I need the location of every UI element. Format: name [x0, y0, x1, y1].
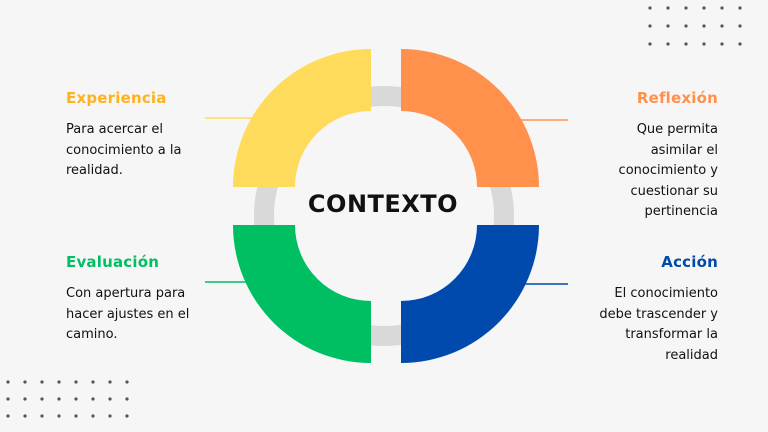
dot [108, 414, 112, 418]
dot [23, 380, 27, 384]
text-accion: El conocimiento debe trascender y transf… [599, 286, 718, 363]
block-reflexion: Reflexión Que permita asimilar el conoci… [568, 89, 718, 223]
dot [702, 42, 706, 46]
dot [91, 397, 95, 401]
segment-experiencia [233, 49, 371, 187]
dot [738, 24, 742, 28]
block-accion: Acción El conocimiento debe trascender y… [568, 253, 718, 366]
dot [648, 6, 652, 10]
dot [702, 24, 706, 28]
dot [666, 6, 670, 10]
dot [6, 380, 10, 384]
segment-accion [401, 225, 539, 363]
dot [738, 42, 742, 46]
dot [91, 380, 95, 384]
dot [40, 380, 44, 384]
dot [720, 6, 724, 10]
dot [125, 414, 129, 418]
dot [648, 42, 652, 46]
dot [684, 42, 688, 46]
dot [40, 414, 44, 418]
block-evaluacion: Evaluación Con apertura para hacer ajust… [66, 253, 216, 346]
dot [74, 397, 78, 401]
text-evaluacion: Con apertura para hacer ajustes en el ca… [66, 286, 190, 342]
dot [108, 397, 112, 401]
heading-evaluacion: Evaluación [66, 253, 160, 271]
dot [648, 24, 652, 28]
dot [684, 6, 688, 10]
dot [125, 380, 129, 384]
segment-evaluacion [233, 225, 371, 363]
center-label: CONTEXTO [307, 190, 459, 218]
dot [738, 6, 742, 10]
dot [40, 397, 44, 401]
dot [666, 24, 670, 28]
dots-decoration-bottom-left [6, 380, 129, 418]
heading-experiencia: Experiencia [66, 89, 167, 107]
dot [6, 397, 10, 401]
heading-accion: Acción [661, 253, 718, 271]
dot [23, 397, 27, 401]
dot [6, 414, 10, 418]
dot [684, 24, 688, 28]
dot [74, 380, 78, 384]
dot [720, 42, 724, 46]
dots-decoration-top-right [648, 6, 742, 46]
dot [125, 397, 129, 401]
text-experiencia: Para acercar el conocimiento a la realid… [66, 122, 182, 178]
dot [74, 414, 78, 418]
dot [702, 6, 706, 10]
dot [57, 414, 61, 418]
dot [23, 414, 27, 418]
dot [720, 24, 724, 28]
grey-ring [254, 86, 514, 346]
dot [57, 397, 61, 401]
dot [666, 42, 670, 46]
text-reflexion: Que permita asimilar el conocimiento y c… [618, 122, 718, 219]
segment-reflexion [401, 49, 539, 187]
dot [108, 380, 112, 384]
dot [91, 414, 95, 418]
heading-reflexion: Reflexión [636, 89, 718, 107]
block-experiencia: Experiencia Para acercar el conocimiento… [66, 89, 216, 182]
dot [57, 380, 61, 384]
